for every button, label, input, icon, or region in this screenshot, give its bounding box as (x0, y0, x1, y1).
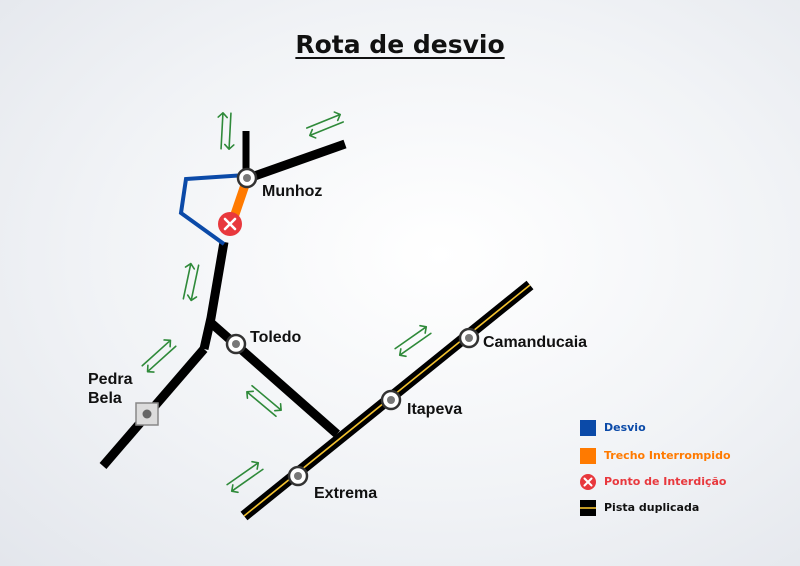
two-way-arrows-icon (217, 112, 235, 150)
square-marker-icon (135, 402, 159, 426)
two-way-arrows-icon (394, 324, 432, 358)
city-label-extrema: Extrema (314, 485, 378, 502)
city-label-camanducaia: Camanducaia (483, 334, 588, 351)
road-munhoz-east (244, 139, 347, 184)
legend-label-interdicao: Ponto de Interdição (604, 475, 727, 488)
road-main (199, 241, 229, 350)
orange-square-icon (580, 448, 596, 464)
page-title: Rota de desvio (295, 30, 505, 59)
blue-square-icon (580, 420, 596, 436)
city-label-itapeva: Itapeva (407, 401, 463, 418)
duplicated-road-icon (580, 500, 596, 516)
city-label-bela: Bela (88, 390, 122, 407)
circle-marker-icon (458, 327, 480, 349)
two-way-arrows-icon (182, 262, 200, 302)
city-label-munhoz: Munhoz (262, 183, 323, 200)
x-circle-icon (580, 474, 596, 490)
legend-label-desvio: Desvio (604, 421, 646, 434)
desvio-route (178, 173, 247, 246)
legend-label-duplicada: Pista duplicada (604, 501, 700, 514)
circle-marker-icon (225, 333, 247, 355)
city-label-pedra: Pedra (88, 371, 133, 388)
city-label-toledo: Toledo (250, 329, 302, 346)
circle-marker-icon (380, 389, 402, 411)
two-way-arrows-icon (246, 384, 282, 418)
two-way-arrows-icon (141, 339, 177, 373)
two-way-arrows-icon (306, 111, 344, 139)
legend-label-trecho: Trecho Interrompido (604, 449, 731, 462)
circle-marker-icon (287, 465, 309, 487)
two-way-arrows-icon (226, 460, 264, 494)
x-circle-icon (218, 212, 242, 236)
circle-marker-icon (236, 167, 258, 189)
